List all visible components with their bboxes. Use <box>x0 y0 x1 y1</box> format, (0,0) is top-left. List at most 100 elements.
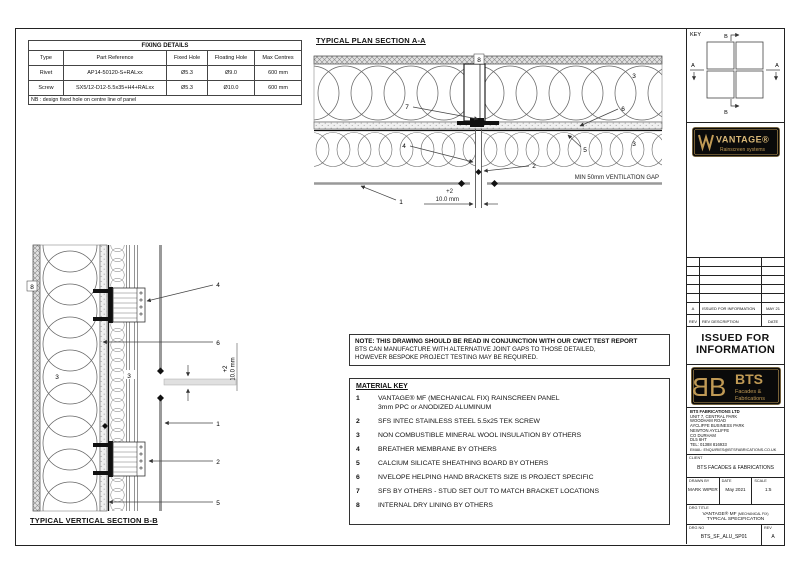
callout-2: 2 <box>216 459 220 466</box>
bts-tagline-2: Fabrications <box>735 396 765 402</box>
scale-value: 1:5 <box>764 487 772 492</box>
cell-part-reference: SX5/12-D12-5.5x35+H4+RALxx <box>63 80 167 96</box>
status-line-1: ISSUED FOR <box>701 332 770 344</box>
revision-row-empty <box>687 258 784 267</box>
revision-row-empty <box>687 276 784 285</box>
insulation-layer <box>313 63 663 123</box>
svg-text:B: B <box>709 372 726 402</box>
cell-max-centres: 600 mm <box>254 80 302 96</box>
status-box: ISSUED FOR INFORMATION <box>687 326 784 364</box>
cwct-note-box: NOTE: THIS DRAWING SHOULD BE READ IN CON… <box>349 334 670 367</box>
dim-value: 10.0 mm <box>231 357 237 380</box>
revision-row-empty <box>687 267 784 276</box>
status-line-2: INFORMATION <box>696 344 775 356</box>
drawn-by-cell: DRAWN BY MARK WIPER <box>687 478 720 504</box>
dim-value: 10.0 mm <box>436 197 459 203</box>
list-item: 7 SFS BY OTHERS - STUD SET OUT TO MATCH … <box>356 487 600 495</box>
list-item: 3 NON COMBUSTIBLE MINERAL WOOL INSULATIO… <box>356 431 582 439</box>
fixing-table-note: NB : design fixed hole on centre line of… <box>28 95 302 105</box>
callout-3: 3 <box>127 373 131 380</box>
callout-1: 1 <box>216 421 220 428</box>
material-key-box: MATERIAL KEY 1 VANTAGE® MF (MECHANICAL F… <box>349 378 670 525</box>
rev-cell: REV A <box>762 525 784 545</box>
drawing-meta-row: DRAWN BY MARK WIPER DATE May 2021 SCALE … <box>687 477 784 504</box>
callout-7: 7 <box>405 104 409 111</box>
col-header-max-centres: Max Centres <box>254 50 302 66</box>
scale-cell: SCALE 1:5 <box>752 478 784 504</box>
rev-value: A <box>771 534 775 540</box>
revision-row-empty <box>687 294 784 303</box>
company-address-line: NEWTON AYCLIFFE <box>690 427 730 433</box>
section-marker-a: A <box>691 63 695 69</box>
vertical-section-drawing: +2 10.0 mm 8 4 6 1 2 5 3 3 <box>26 244 238 512</box>
revision-row-empty <box>687 285 784 294</box>
col-header-floating-hole: Floating Hole <box>207 50 255 66</box>
table-row: Rivet AP14-50120-S+RALxx Ø5.3 Ø9.0 600 m… <box>28 65 302 81</box>
cell-part-reference: AP14-50120-S+RALxx <box>63 65 167 81</box>
callout-2: 2 <box>532 163 536 170</box>
outer-insulation-layer <box>314 131 662 168</box>
col-header-type: Type <box>28 50 64 66</box>
callout-4: 4 <box>216 282 220 289</box>
bts-logo: B B BTS Facades & Fabrications <box>690 367 781 405</box>
drg-title-line1: VANTAGE® MF (MECHANICAL FIX) <box>702 512 769 517</box>
list-item: 2 SFS INTEC STAINLESS STEEL 5.5x25 TEK S… <box>356 417 540 425</box>
fixing-table-title: FIXING DETAILS <box>28 40 302 51</box>
client-box: CLIENT BTS FACADES & FABRICATIONS <box>687 454 784 477</box>
drg-no-box: DRG NO BTS_SF_ALU_SP01 REV A <box>687 524 784 545</box>
key-panel: KEY B B A A <box>687 28 784 122</box>
bts-logo-box: B B BTS Facades & Fabrications <box>687 364 784 407</box>
plan-section-drawing: MIN 50mm VENTILATION GAP +2 10.0 mm 8 3 … <box>313 53 663 208</box>
company-address-line: DL5 6HT <box>690 437 707 443</box>
cell-type: Rivet <box>28 65 64 81</box>
cell-fixed-hole: Ø5.3 <box>166 65 208 81</box>
company-address-line: CO DURHAM <box>690 432 716 438</box>
vantage-tagline: Rainscreen systems <box>720 147 766 153</box>
vertical-section-title: TYPICAL VERTICAL SECTION B-B <box>30 516 158 525</box>
cell-floating-hole: Ø10.0 <box>207 80 255 96</box>
callout-3: 3 <box>632 141 636 148</box>
vantage-w-mark-icon <box>697 133 714 152</box>
company-tel: TEL: 01388 816933 <box>690 441 727 447</box>
section-marker-a: A <box>775 63 779 69</box>
callout-1: 1 <box>399 199 403 206</box>
title-block-panel: KEY B B A A VANTAG <box>686 28 784 545</box>
ventilation-gap-note: MIN 50mm VENTILATION GAP <box>575 175 659 181</box>
cell-max-centres: 600 mm <box>254 65 302 81</box>
bts-monogram-icon: B B <box>691 372 726 402</box>
key-panel-title: KEY <box>690 32 701 38</box>
sfs-stud <box>463 63 486 122</box>
revision-row: A ISSUED FOR INFORMATION MAY 21 <box>687 303 784 315</box>
vantage-logo: VANTAGE® Rainscreen systems <box>691 127 780 157</box>
vantage-logo-box: VANTAGE® Rainscreen systems <box>687 122 784 257</box>
fixing-details-table: FIXING DETAILS Type Part Reference Fixed… <box>28 40 302 105</box>
sheet-border <box>15 28 785 546</box>
section-marker-b: B <box>724 34 728 40</box>
sheathing-layer <box>99 244 108 512</box>
vantage-brand-text: VANTAGE® <box>716 135 769 145</box>
material-key-title: MATERIAL KEY <box>356 383 408 390</box>
drg-title-line2: TYPICAL SPECIFICATION <box>706 517 765 522</box>
cell-fixed-hole: Ø5.3 <box>166 80 208 96</box>
note-line: HOWEVER BESPOKE PROJECT TESTING MAY BE R… <box>355 354 538 362</box>
insulation-layer <box>39 244 101 512</box>
callout-4: 4 <box>402 143 406 150</box>
company-details: BTS FABRICATIONS LTD UNIT 7, CENTRAL PAR… <box>687 407 784 454</box>
bts-brand-text: BTS <box>735 371 763 387</box>
company-email: EMAIL: ENQUIRIES@BTSFABRICATIONS.CO.UK <box>690 447 777 452</box>
callout-5: 5 <box>583 147 587 154</box>
dim-tolerance: +2 <box>446 189 454 195</box>
col-header-part-reference: Part Reference <box>63 50 167 66</box>
callout-3: 3 <box>55 374 59 381</box>
cell-floating-hole: Ø9.0 <box>207 65 255 81</box>
svg-text:B: B <box>691 372 708 402</box>
list-item: 1 VANTAGE® MF (MECHANICAL FIX) RAINSCREE… <box>356 395 560 411</box>
list-item: 8 INTERNAL DRY LINING BY OTHERS <box>356 501 493 509</box>
key-diagram: KEY B B A A <box>690 32 780 116</box>
fastener-mark <box>102 423 108 429</box>
company-address-line: UNIT 7, CENTRAL PARK <box>690 413 738 419</box>
drawn-by-value: MARK WIPER <box>688 487 718 492</box>
callout-3: 3 <box>632 73 636 80</box>
plan-section-title: TYPICAL PLAN SECTION A-A <box>316 36 426 45</box>
